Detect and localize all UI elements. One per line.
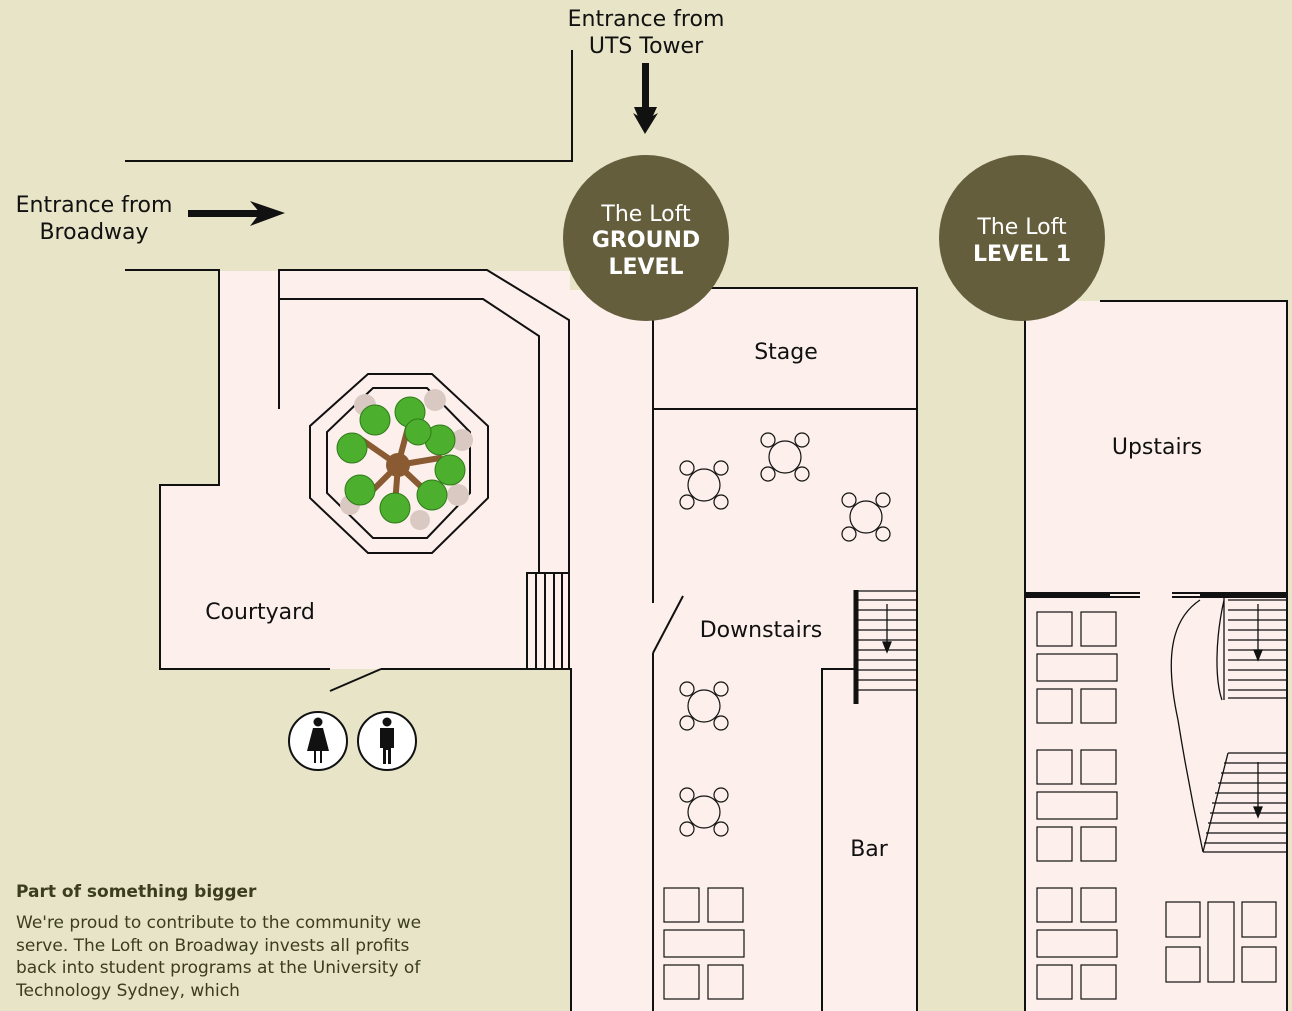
ground-badge-line3: LEVEL [608,255,683,280]
info-body: We're proud to contribute to the communi… [16,913,422,1001]
tree-icon [336,389,473,530]
ground-level-badge [563,155,729,321]
stairs-down-ground [856,590,917,691]
info-title: Part of something bigger [16,882,257,902]
room-upstairs: Upstairs [1112,435,1202,460]
entrance-broadway-line2: Broadway [39,220,148,245]
female-restroom-icon [288,711,348,771]
round-table [760,432,810,482]
arrow-right-head [250,201,285,226]
male-restroom-icon [357,711,417,771]
level1-badge [939,155,1105,321]
room-downstairs: Downstairs [700,618,823,643]
round-table [841,492,891,542]
entrance-uts-line2: UTS Tower [589,34,704,59]
info-panel: Part of something bigger We're proud to … [16,882,436,1002]
round-table [679,460,729,510]
booth-seating [663,611,1277,1000]
level1-hall [1025,301,1287,1011]
booth [1036,749,1118,862]
arrow-down-icon [642,63,649,111]
room-courtyard: Courtyard [205,600,315,625]
arrow-down-head-tip [633,113,658,134]
booth [1036,887,1118,1000]
courtyard-floor [160,271,653,1011]
level1-badge-line1: The Loft [976,215,1067,240]
round-table [679,681,729,731]
entrance-broadway-line1: Entrance from [16,193,173,218]
room-bar: Bar [850,837,889,862]
booth [663,887,745,1000]
ground-badge-line2: GROUND [592,228,700,253]
room-stage: Stage [754,340,818,365]
round-table [679,787,729,837]
entrance-uts-line1: Entrance from [568,7,725,32]
stairs-level1 [1170,597,1287,853]
level1-badge-line2: LEVEL 1 [973,242,1071,267]
booth [1036,611,1118,724]
ground-badge-line1: The Loft [600,202,691,227]
arrow-right-icon [188,210,260,217]
ground-floor-tables [679,432,891,837]
lounge-set [1165,901,1277,983]
